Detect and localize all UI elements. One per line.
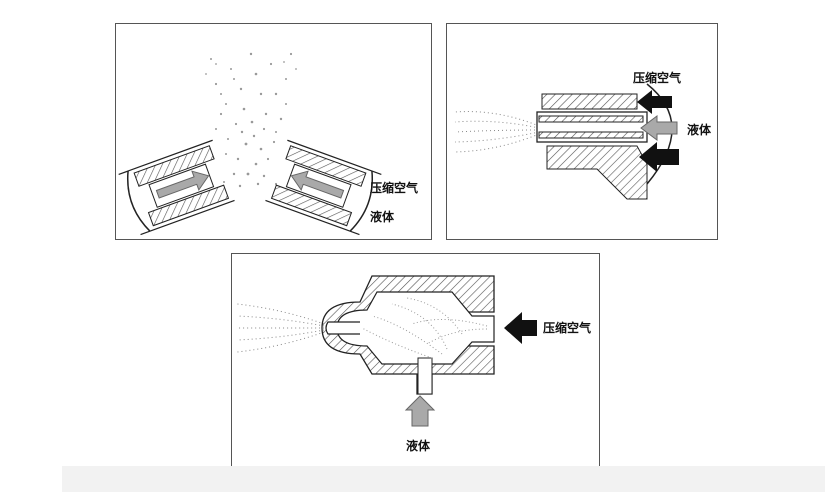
side-nozzle-diagram: 压缩空气 液体 bbox=[454, 70, 712, 200]
arrow-compressed-air bbox=[504, 312, 537, 344]
panel-mix-chamber: 压缩空气 液体 bbox=[231, 253, 600, 468]
nozzle-upper-wall bbox=[541, 93, 638, 110]
left-nozzle bbox=[118, 139, 235, 236]
mix-chamber-diagram: 压缩空气 液体 bbox=[236, 275, 591, 453]
label-liquid: 液体 bbox=[370, 209, 395, 224]
spray-fan bbox=[454, 111, 540, 153]
mixing-cavity bbox=[336, 291, 495, 365]
arrow-air-upper bbox=[637, 90, 672, 114]
right-nozzle bbox=[265, 139, 382, 236]
nozzle-orifice bbox=[325, 321, 360, 335]
panel-impinging-nozzles: 压缩空气 液体 bbox=[115, 23, 432, 240]
label-liquid: 液体 bbox=[406, 438, 431, 453]
spray-cloud bbox=[205, 52, 297, 188]
liquid-inlet bbox=[417, 357, 433, 395]
bottom-strip bbox=[62, 466, 825, 492]
label-liquid: 液体 bbox=[687, 122, 712, 137]
arrow-air-lower bbox=[639, 142, 679, 172]
spray-fan bbox=[236, 303, 325, 353]
panel-side-nozzle: 压缩空气 液体 bbox=[446, 23, 718, 240]
label-compressed-air: 压缩空气 bbox=[370, 180, 418, 195]
impinging-nozzles-diagram: 压缩空气 液体 bbox=[118, 52, 418, 236]
swirl-pattern bbox=[361, 297, 488, 359]
label-compressed-air: 压缩空气 bbox=[633, 70, 681, 85]
label-compressed-air: 压缩空气 bbox=[543, 320, 591, 335]
arrow-liquid bbox=[404, 395, 436, 427]
arrow-liquid bbox=[640, 115, 678, 141]
nozzle-lower-wall bbox=[546, 145, 648, 200]
